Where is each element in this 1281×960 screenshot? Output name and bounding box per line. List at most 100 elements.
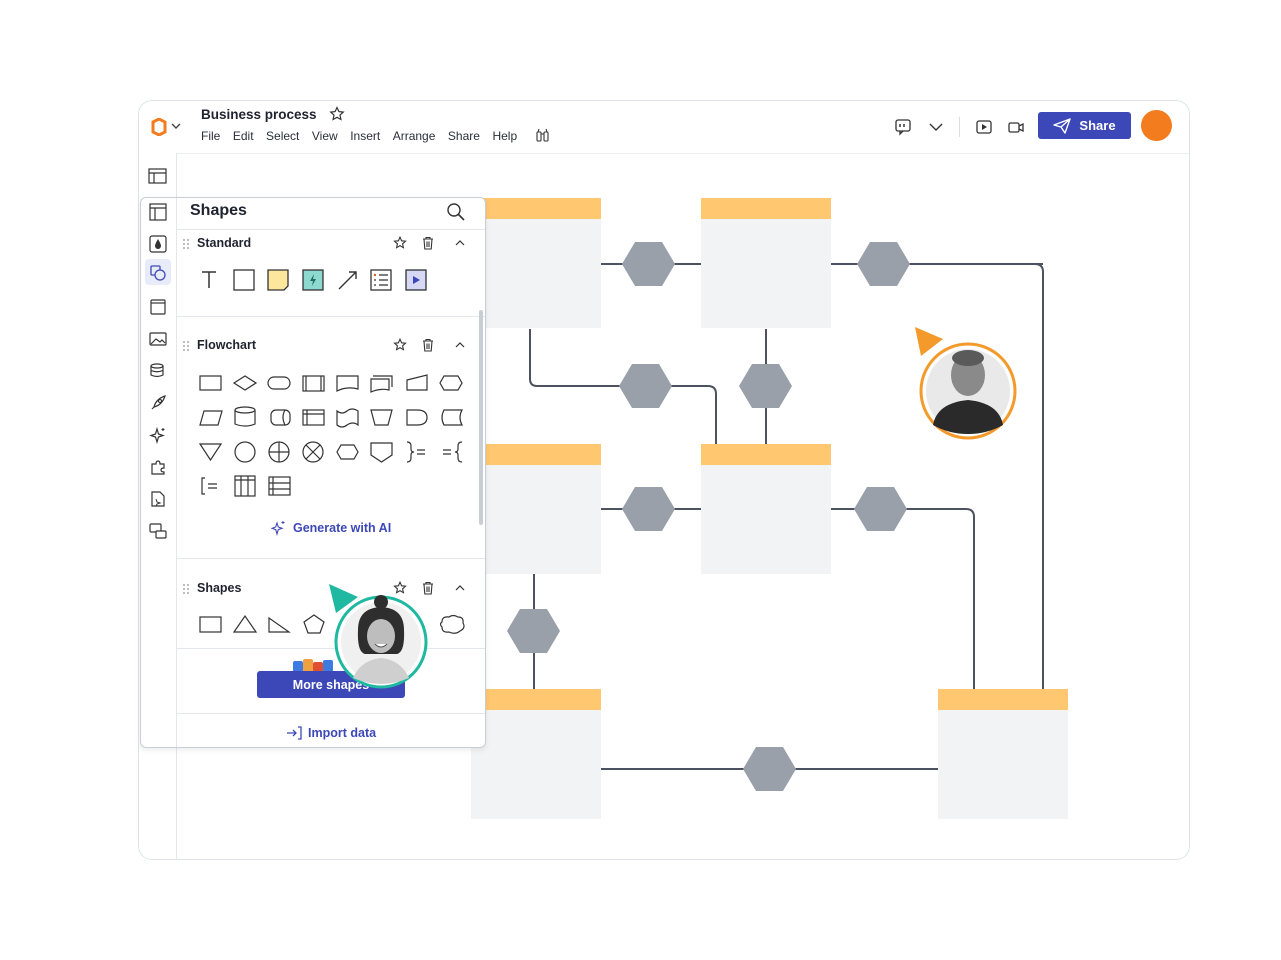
menu-share[interactable]: Share — [447, 129, 480, 143]
hexagon-shape[interactable] — [739, 364, 792, 408]
shapes-icon[interactable] — [149, 264, 167, 282]
process-node[interactable] — [701, 198, 831, 328]
star-icon[interactable] — [393, 581, 407, 595]
drag-handle-icon[interactable] — [183, 584, 189, 594]
star-icon[interactable] — [329, 106, 345, 122]
comment-icon[interactable] — [894, 118, 912, 136]
manual-operation-icon[interactable] — [370, 409, 393, 426]
hexagon-shape[interactable] — [857, 242, 910, 286]
search-icon[interactable] — [446, 202, 466, 222]
rectangle-shape-icon[interactable] — [199, 616, 222, 633]
terminator-shape-icon[interactable] — [267, 376, 291, 390]
direct-data-icon[interactable] — [270, 409, 291, 426]
video-call-icon[interactable] — [1007, 118, 1025, 136]
internal-storage-icon[interactable] — [302, 409, 325, 426]
puzzle-icon[interactable] — [149, 458, 167, 476]
drag-handle-icon[interactable] — [183, 239, 189, 249]
diagram-canvas[interactable] — [177, 153, 1189, 859]
panels-icon[interactable] — [148, 168, 167, 184]
menu-arrange[interactable]: Arrange — [392, 129, 436, 143]
rectangle-icon[interactable] — [233, 269, 255, 291]
process-node[interactable] — [701, 444, 831, 574]
generate-with-ai-button[interactable]: Generate with AI — [271, 520, 391, 536]
data-shape-icon[interactable] — [199, 410, 223, 426]
brace-annotation-icon[interactable] — [406, 441, 425, 463]
list-icon[interactable] — [370, 269, 392, 291]
punched-tape-icon[interactable] — [336, 408, 359, 428]
display-shape-icon[interactable] — [336, 444, 359, 460]
share-button[interactable]: Share — [1038, 112, 1131, 139]
trash-icon[interactable] — [421, 581, 435, 595]
right-triangle-icon[interactable] — [268, 616, 291, 633]
video-icon[interactable] — [405, 269, 427, 291]
present-icon[interactable] — [975, 118, 993, 136]
brace-note-icon[interactable] — [443, 441, 463, 463]
predefined-process-icon[interactable] — [302, 375, 325, 392]
rocket-icon[interactable] — [149, 394, 167, 412]
hexagon-shape[interactable] — [619, 364, 672, 408]
swimlane-vertical-icon[interactable] — [234, 475, 256, 497]
hexagon-shape[interactable] — [854, 487, 907, 531]
process-node[interactable] — [471, 198, 601, 328]
connector-shape-icon[interactable] — [234, 441, 256, 463]
process-node[interactable] — [471, 444, 601, 574]
arrow-line-icon[interactable] — [338, 271, 357, 290]
menu-view[interactable]: View — [311, 129, 338, 143]
chevron-up-icon[interactable] — [453, 236, 467, 250]
trash-icon[interactable] — [421, 236, 435, 250]
pentagon-shape-icon[interactable] — [303, 614, 325, 634]
user-avatar[interactable] — [1141, 110, 1172, 141]
chevron-down-icon[interactable] — [171, 121, 181, 131]
hexagon-shape[interactable] — [622, 487, 675, 531]
delay-shape-icon[interactable] — [406, 409, 428, 426]
process-node[interactable] — [938, 689, 1068, 819]
database-shape-icon[interactable] — [234, 406, 256, 427]
text-icon[interactable] — [202, 271, 216, 288]
chevron-down-icon[interactable] — [927, 118, 945, 136]
trash-icon[interactable] — [421, 338, 435, 352]
manual-input-icon[interactable] — [406, 374, 428, 391]
drag-handle-icon[interactable] — [183, 341, 189, 351]
triangle-shape-icon[interactable] — [232, 614, 258, 633]
or-shape-icon[interactable] — [302, 441, 324, 463]
action-shape-icon[interactable] — [302, 269, 324, 291]
process-shape-icon[interactable] — [199, 375, 222, 391]
hexagon-shape[interactable] — [622, 242, 675, 286]
off-page-connector-icon[interactable] — [370, 442, 393, 463]
star-icon[interactable] — [393, 236, 407, 250]
section-standard[interactable]: Standard — [176, 229, 485, 258]
sticky-note-icon[interactable] — [267, 269, 289, 291]
menu-edit[interactable]: Edit — [232, 129, 254, 143]
process-node[interactable] — [471, 689, 601, 819]
document-title[interactable]: Business process — [201, 107, 317, 122]
menu-file[interactable]: File — [201, 129, 221, 143]
chevron-up-icon[interactable] — [453, 338, 467, 352]
frame-icon[interactable] — [149, 298, 167, 316]
database-icon[interactable] — [149, 362, 167, 380]
chevron-up-icon[interactable] — [453, 581, 467, 595]
summing-junction-icon[interactable] — [268, 441, 290, 463]
fill-icon[interactable] — [149, 235, 167, 253]
document-shape-icon[interactable] — [336, 375, 359, 392]
multi-document-icon[interactable] — [370, 375, 393, 393]
menu-select[interactable]: Select — [266, 129, 300, 143]
menu-help[interactable]: Help — [492, 129, 518, 143]
hexagon-shape[interactable] — [743, 747, 796, 791]
image-icon[interactable] — [149, 330, 167, 348]
template-icon[interactable] — [149, 522, 167, 540]
menu-insert[interactable]: Insert — [350, 129, 381, 143]
annotation-icon[interactable] — [201, 477, 217, 495]
swimlane-horizontal-icon[interactable] — [268, 476, 291, 496]
panels-icon[interactable] — [149, 203, 167, 221]
connector[interactable] — [831, 263, 1044, 689]
preparation-icon[interactable] — [439, 375, 463, 391]
cloud-shape-icon[interactable] — [439, 614, 465, 634]
app-logo-icon[interactable] — [151, 118, 167, 136]
merge-shape-icon[interactable] — [198, 443, 223, 462]
import-data-button[interactable]: Import data — [286, 726, 376, 740]
stored-data-icon[interactable] — [441, 409, 463, 426]
section-flowchart[interactable]: Flowchart — [176, 316, 485, 352]
document-ai-icon[interactable] — [149, 490, 167, 508]
feature-find-icon[interactable] — [535, 128, 550, 143]
connector[interactable] — [831, 508, 975, 689]
